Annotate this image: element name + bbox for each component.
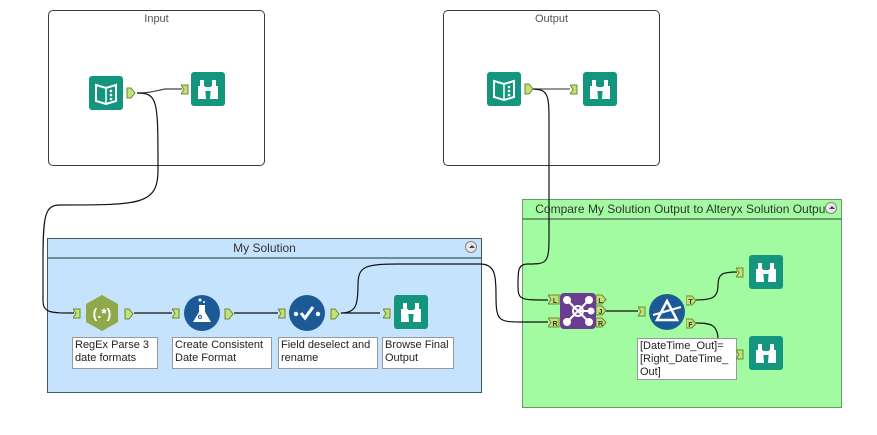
annotation-line: Output bbox=[385, 352, 419, 364]
regex-icon: (.*) bbox=[86, 295, 118, 331]
filter-true-anchor[interactable]: T bbox=[686, 295, 697, 306]
select-annotation: Field deselect and rename bbox=[278, 337, 378, 369]
input-anchor[interactable] bbox=[73, 308, 81, 319]
checkmark-icon bbox=[289, 295, 325, 331]
regex-tool[interactable]: (.*) bbox=[83, 294, 121, 332]
output-anchor[interactable] bbox=[330, 308, 340, 320]
svg-text:R: R bbox=[552, 321, 557, 328]
flask-icon bbox=[184, 295, 220, 331]
output-container[interactable]: Output bbox=[443, 10, 660, 166]
output-container-title: Output bbox=[534, 13, 569, 25]
annotation-line: Browse Final bbox=[385, 339, 449, 351]
browse-final-tool[interactable] bbox=[394, 295, 428, 329]
compare-title: Compare My Solution Output to Alteryx So… bbox=[535, 202, 829, 216]
svg-text:T: T bbox=[688, 299, 693, 306]
filter-false-anchor[interactable]: F bbox=[686, 318, 697, 329]
my-solution-header: My Solution bbox=[48, 239, 481, 259]
book-icon bbox=[493, 79, 515, 102]
join-output-anchor-r[interactable]: R bbox=[596, 317, 607, 328]
svg-text:R: R bbox=[598, 321, 603, 328]
select-tool[interactable] bbox=[288, 294, 326, 332]
join-input-anchor-l[interactable]: L bbox=[548, 294, 560, 305]
svg-text:(.*): (.*) bbox=[93, 305, 112, 321]
output-anchor[interactable] bbox=[124, 308, 134, 320]
input-anchor[interactable] bbox=[736, 349, 744, 360]
wire-output-to-join-l bbox=[517, 88, 550, 301]
join-icon bbox=[563, 296, 595, 326]
join-output-anchor-l[interactable]: L bbox=[596, 294, 607, 305]
filter-icon bbox=[649, 294, 685, 330]
wire-select-to-join-r bbox=[340, 263, 548, 323]
output-data-tool[interactable] bbox=[487, 72, 521, 106]
output-anchor[interactable] bbox=[524, 83, 534, 95]
output-browse-tool[interactable] bbox=[583, 72, 617, 106]
binoculars-icon bbox=[756, 263, 776, 282]
compare-header: Compare My Solution Output to Alteryx So… bbox=[523, 200, 841, 220]
wire-input-to-regex bbox=[42, 92, 159, 314]
svg-text:J: J bbox=[599, 309, 603, 316]
annotation-line: Create Consistent bbox=[175, 339, 264, 351]
filter-tool[interactable] bbox=[648, 293, 686, 331]
svg-text:F: F bbox=[688, 322, 693, 329]
browse-true-tool[interactable] bbox=[749, 255, 783, 289]
input-anchor[interactable] bbox=[736, 267, 744, 278]
input-anchor[interactable] bbox=[570, 84, 578, 95]
join-tool[interactable] bbox=[560, 293, 596, 329]
formula-tool[interactable] bbox=[183, 294, 221, 332]
input-browse-tool[interactable] bbox=[191, 72, 225, 106]
join-output-anchor-j[interactable]: J bbox=[596, 305, 607, 316]
my-solution-title: My Solution bbox=[233, 241, 296, 255]
annotation-line: date formats bbox=[75, 352, 137, 364]
book-icon bbox=[95, 83, 117, 106]
input-data-tool[interactable] bbox=[89, 76, 123, 110]
svg-text:L: L bbox=[598, 298, 603, 305]
input-container-title: Input bbox=[144, 13, 169, 25]
annotation-line: [DateTime_Out]= bbox=[640, 340, 724, 352]
collapse-button[interactable] bbox=[465, 241, 477, 253]
annotation-line: Field deselect and bbox=[281, 339, 371, 351]
annotation-line: Date Format bbox=[175, 352, 237, 364]
wire-filter-true bbox=[694, 271, 738, 301]
browse-final-annotation: Browse Final Output bbox=[382, 337, 454, 369]
binoculars-icon bbox=[401, 303, 421, 322]
regex-annotation: RegEx Parse 3 date formats bbox=[72, 337, 158, 369]
output-anchor[interactable] bbox=[224, 308, 234, 320]
binoculars-icon bbox=[198, 80, 218, 99]
binoculars-icon bbox=[590, 80, 610, 99]
input-container[interactable]: Input bbox=[48, 10, 265, 166]
input-anchor[interactable] bbox=[278, 308, 286, 319]
formula-annotation: Create Consistent Date Format bbox=[172, 337, 272, 369]
output-anchor[interactable] bbox=[126, 87, 136, 99]
wire-input-to-browse bbox=[136, 88, 182, 94]
browse-false-tool[interactable] bbox=[749, 336, 783, 370]
annotation-line: [Right_DateTime_ bbox=[640, 353, 729, 365]
join-input-anchor-r[interactable]: R bbox=[548, 317, 560, 328]
annotation-line: RegEx Parse 3 bbox=[75, 339, 149, 351]
input-anchor[interactable] bbox=[638, 306, 646, 317]
binoculars-icon bbox=[756, 344, 776, 363]
input-anchor[interactable] bbox=[172, 308, 180, 319]
input-anchor[interactable] bbox=[181, 84, 189, 95]
annotation-line: Out] bbox=[640, 366, 661, 378]
collapse-button[interactable] bbox=[825, 202, 837, 214]
input-anchor[interactable] bbox=[383, 308, 391, 319]
svg-text:L: L bbox=[553, 298, 558, 305]
annotation-line: rename bbox=[281, 352, 319, 364]
filter-annotation: [DateTime_Out]= [Right_DateTime_ Out] bbox=[637, 338, 737, 380]
